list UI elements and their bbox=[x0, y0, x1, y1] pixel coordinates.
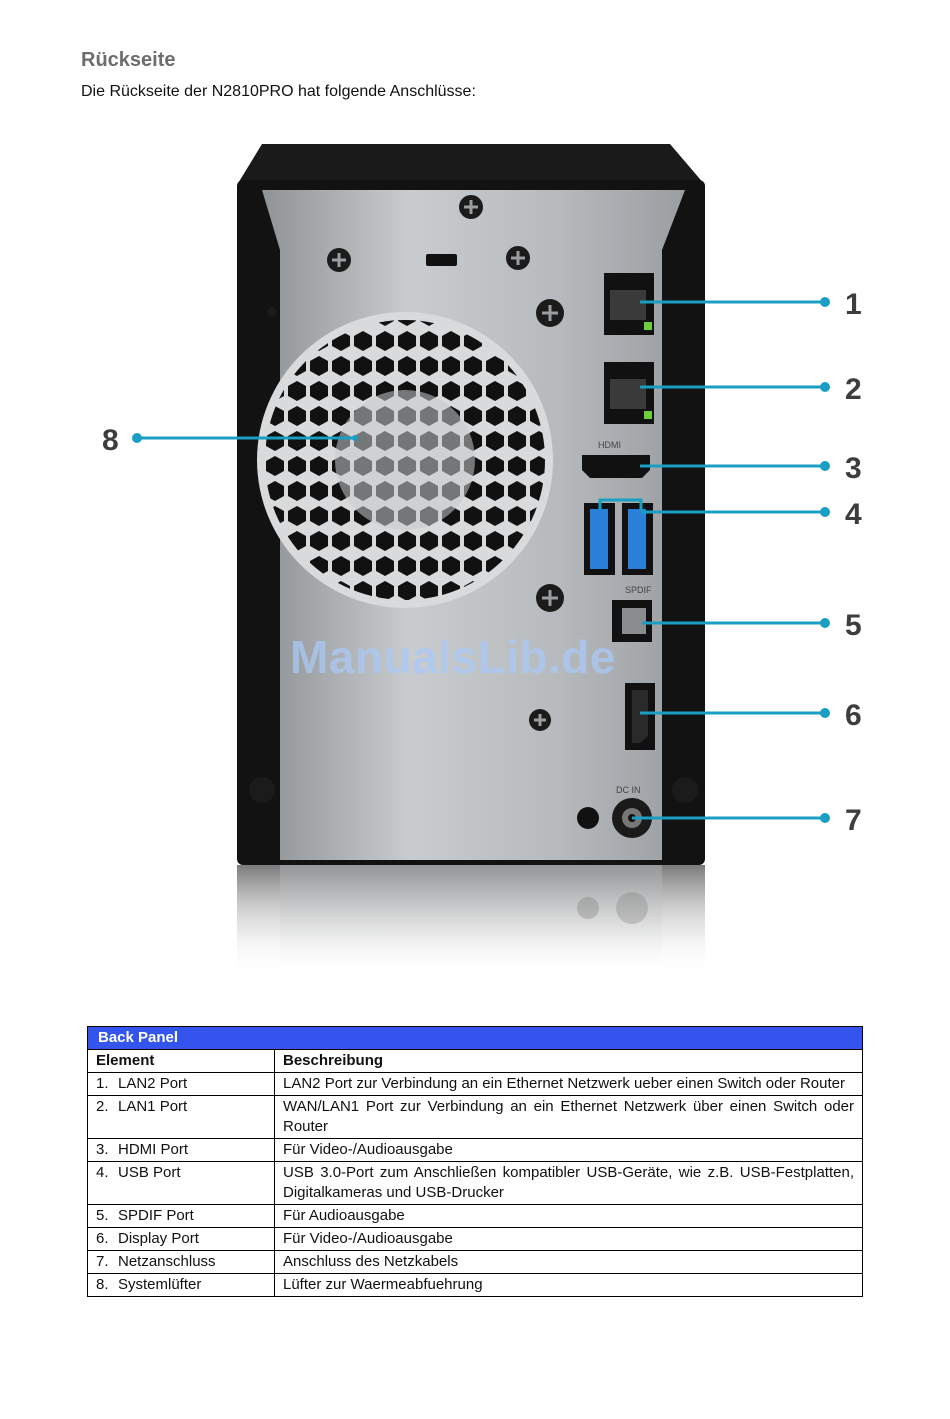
callout-7: 7 bbox=[845, 804, 862, 837]
table-row: 1. LAN2 Port LAN2 Port zur Verbindung an … bbox=[87, 1072, 863, 1096]
callout-3: 3 bbox=[845, 452, 862, 485]
table-row: 5. SPDIF Port Für Audioausgabe bbox=[87, 1204, 863, 1228]
row-element: Netzanschluss bbox=[118, 1253, 216, 1270]
table-row: 3. HDMI Port Für Video-/Audioausgabe bbox=[87, 1138, 863, 1162]
table-row: 4. USB Port USB 3.0-Port zum Anschließen … bbox=[87, 1161, 863, 1205]
row-description: Für Audioausgabe bbox=[274, 1204, 863, 1228]
row-element: LAN2 Port bbox=[118, 1075, 188, 1092]
screws bbox=[249, 195, 698, 803]
hdmi-port-label: HDMI bbox=[598, 440, 621, 450]
row-element: Systemlüfter bbox=[118, 1276, 202, 1293]
row-number: 6. bbox=[96, 1230, 109, 1247]
callout-6: 6 bbox=[845, 699, 862, 732]
system-fan bbox=[257, 312, 553, 608]
section-heading: Rückseite bbox=[81, 49, 176, 71]
table-row: 2. LAN1 Port WAN/LAN1 Port zur Verbindung… bbox=[87, 1095, 863, 1139]
table-header-row: Element Beschreibung bbox=[87, 1049, 863, 1073]
row-number: 8. bbox=[96, 1276, 109, 1293]
device-illustration: HDMI SPDIF DC IN bbox=[102, 144, 862, 975]
column-header-element: Element bbox=[87, 1049, 275, 1073]
row-number: 4. bbox=[96, 1164, 109, 1181]
usb-ports bbox=[584, 503, 653, 575]
table-row: 7. Netzanschluss Anschluss des Netzkabels bbox=[87, 1250, 863, 1274]
row-description: Für Video-/Audioausgabe bbox=[274, 1227, 863, 1251]
security-slot bbox=[426, 254, 457, 266]
back-panel-table: Back Panel Element Beschreibung 1. LAN2 P… bbox=[87, 1026, 863, 1297]
callout-5: 5 bbox=[845, 609, 862, 642]
row-description: Lüfter zur Waermeabfuehrung bbox=[274, 1273, 863, 1297]
row-element: USB Port bbox=[118, 1164, 181, 1181]
power-button-hole bbox=[577, 807, 599, 829]
displayport bbox=[625, 683, 655, 750]
row-description: LAN2 Port zur Verbindung an ein Ethernet… bbox=[274, 1072, 863, 1096]
table-title: Back Panel bbox=[87, 1026, 863, 1050]
row-description: WAN/LAN1 Port zur Verbindung an ein Ethe… bbox=[274, 1095, 863, 1139]
row-description: Anschluss des Netzkabels bbox=[274, 1250, 863, 1274]
row-number: 7. bbox=[96, 1253, 109, 1270]
lan1-port bbox=[604, 362, 654, 424]
lan2-port bbox=[604, 273, 654, 335]
row-element: HDMI Port bbox=[118, 1141, 189, 1158]
callout-2: 2 bbox=[845, 373, 862, 406]
callout-8: 8 bbox=[102, 424, 119, 457]
column-header-description: Beschreibung bbox=[274, 1049, 863, 1073]
watermark: ManualsLib.de bbox=[290, 631, 616, 683]
device-back-panel-figure: HDMI SPDIF DC IN bbox=[0, 130, 950, 990]
table-title-row: Back Panel bbox=[87, 1026, 863, 1050]
callout-lines bbox=[137, 300, 825, 820]
spdif-port bbox=[612, 600, 652, 642]
intro-text: Die Rückseite der N2810PRO hat folgende … bbox=[81, 83, 476, 100]
dc-in-label: DC IN bbox=[616, 785, 641, 795]
table-row: 8. Systemlüfter Lüfter zur Waermeabfuehru… bbox=[87, 1273, 863, 1297]
row-description: Für Video-/Audioausgabe bbox=[274, 1138, 863, 1162]
row-number: 2. bbox=[96, 1098, 109, 1115]
callout-4: 4 bbox=[845, 498, 862, 531]
row-number: 1. bbox=[96, 1075, 109, 1092]
row-description: USB 3.0-Port zum Anschließen kompatibler… bbox=[274, 1161, 863, 1205]
row-element: Display Port bbox=[118, 1230, 199, 1247]
spdif-port-label: SPDIF bbox=[625, 585, 652, 595]
callout-dots bbox=[132, 297, 830, 823]
row-number: 5. bbox=[96, 1207, 109, 1224]
row-number: 3. bbox=[96, 1141, 109, 1158]
table-row: 6. Display Port Für Video-/Audioausgabe bbox=[87, 1227, 863, 1251]
hdmi-port bbox=[582, 455, 650, 478]
row-element: LAN1 Port bbox=[118, 1098, 188, 1115]
row-element: SPDIF Port bbox=[118, 1207, 194, 1224]
callout-1: 1 bbox=[845, 288, 862, 321]
